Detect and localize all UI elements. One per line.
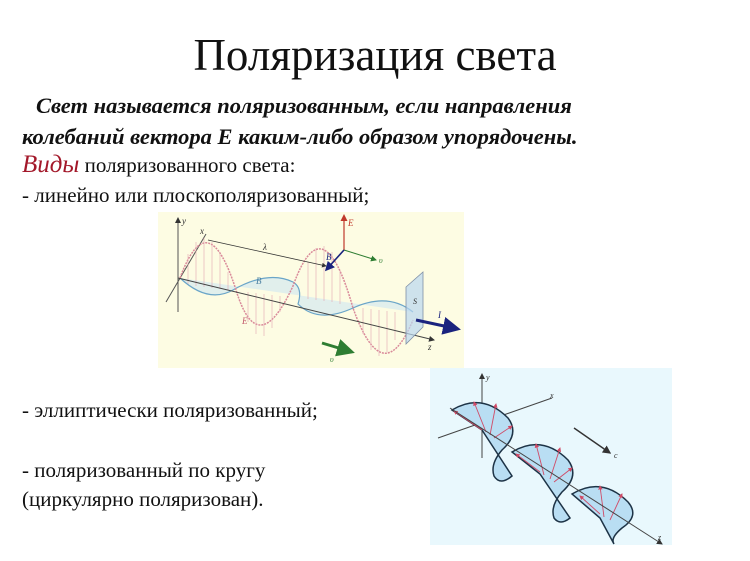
svg-text:y: y bbox=[485, 373, 490, 382]
svg-text:z: z bbox=[657, 533, 662, 542]
circular-polarization-figure: y x z c bbox=[430, 368, 672, 545]
svg-text:S: S bbox=[413, 297, 417, 306]
svg-text:E: E bbox=[241, 316, 248, 326]
kinds-highlight: Виды bbox=[22, 151, 80, 178]
svg-text:υ: υ bbox=[379, 256, 383, 265]
linear-polarization-figure: y x z λ B E E υ B bbox=[158, 212, 464, 368]
svg-text:y: y bbox=[181, 216, 186, 226]
kinds-heading: Виды поляризованного света: bbox=[22, 151, 295, 179]
svg-text:x: x bbox=[199, 226, 204, 236]
svg-text:E: E bbox=[347, 218, 354, 228]
svg-text:B: B bbox=[326, 252, 332, 262]
definition-line-2: колебаний вектора Е каким-либо образом у… bbox=[22, 124, 578, 149]
definition: Свет называется поляризованным, если нап… bbox=[22, 90, 742, 152]
list-item-circular: - поляризованный по кругу bbox=[22, 458, 266, 482]
svg-text:υ: υ bbox=[330, 355, 334, 364]
circular-wave-diagram: y x z c bbox=[437, 373, 663, 545]
svg-text:c: c bbox=[614, 451, 618, 460]
svg-text:z: z bbox=[427, 342, 432, 352]
definition-line-1: Свет называется поляризованным, если нап… bbox=[36, 93, 572, 118]
svg-text:B: B bbox=[256, 276, 262, 286]
list-item-linear: - линейно или плоскополяризованный; bbox=[22, 183, 370, 207]
list-item-elliptical: - эллиптически поляризованный; bbox=[22, 398, 318, 422]
svg-text:λ: λ bbox=[262, 242, 267, 252]
svg-text:x: x bbox=[549, 391, 554, 400]
linear-wave-diagram: y x z λ B E E υ B bbox=[165, 214, 461, 364]
list-item-circular-note: (циркулярно поляризован). bbox=[22, 487, 264, 511]
slide-title: Поляризация света bbox=[193, 30, 557, 80]
kinds-heading-rest: поляризованного света: bbox=[79, 153, 296, 177]
svg-text:I: I bbox=[437, 310, 442, 320]
